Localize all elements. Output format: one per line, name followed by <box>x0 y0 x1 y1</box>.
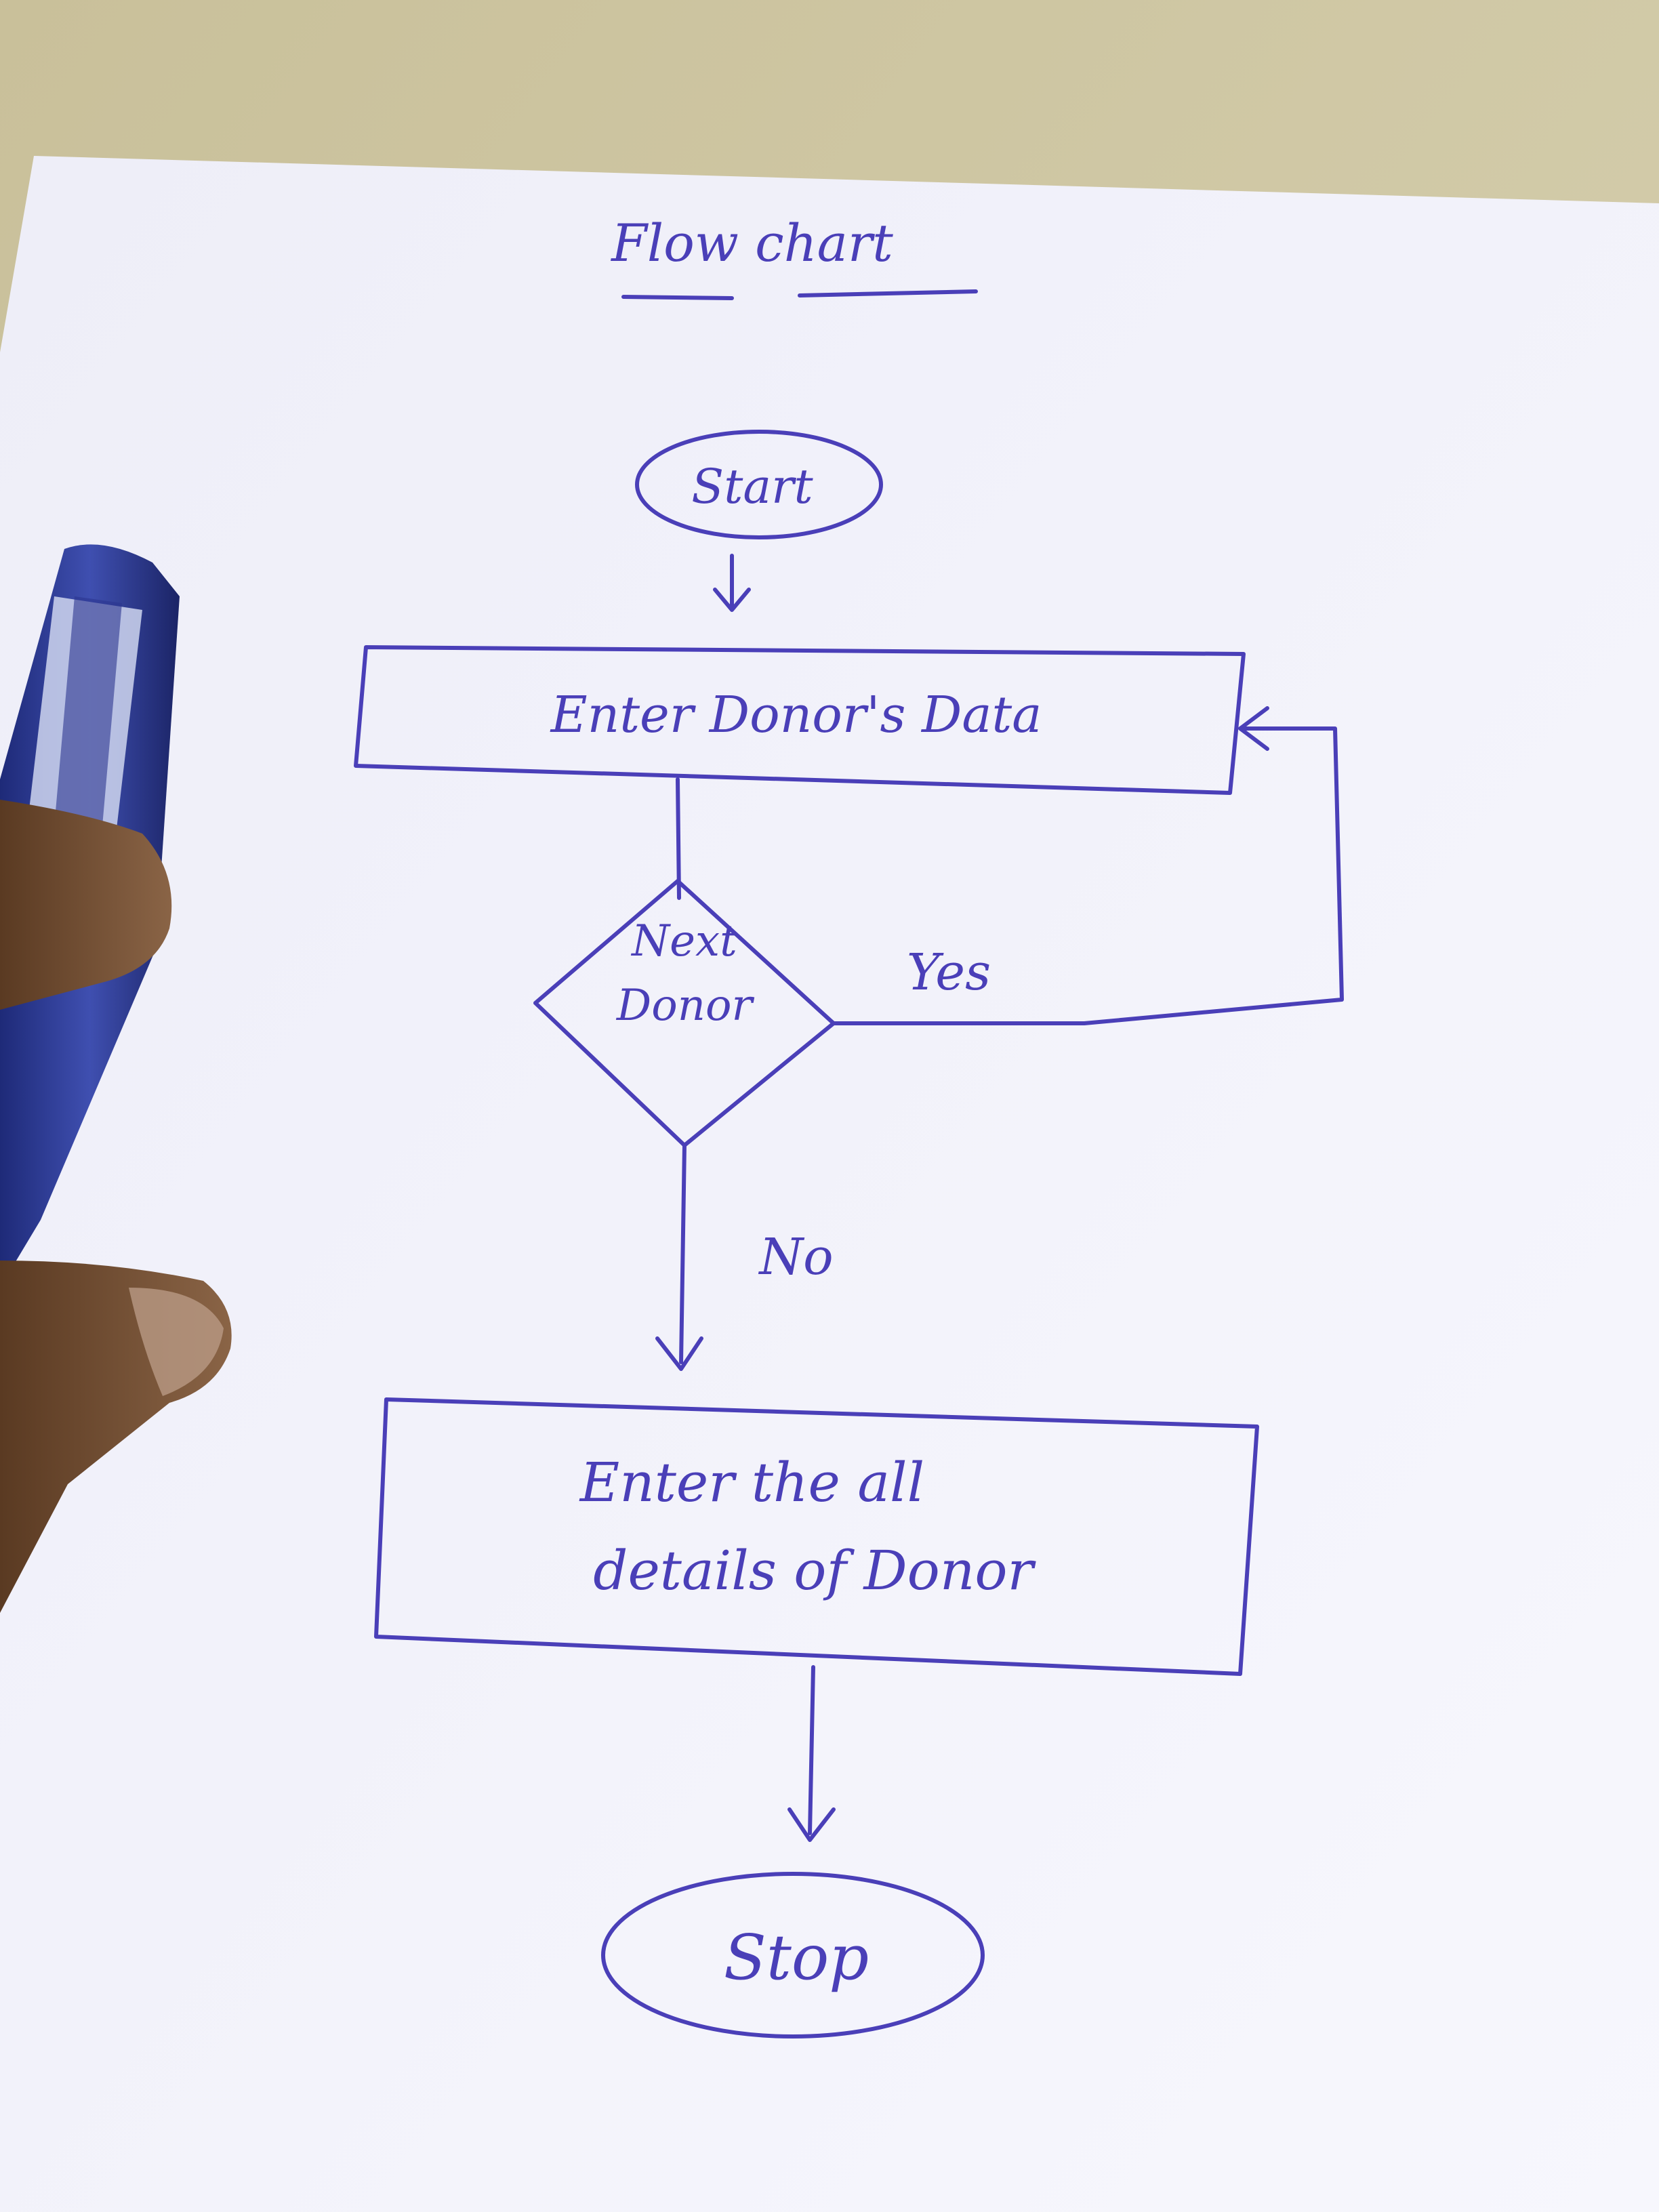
decision-line-2: Donor <box>616 981 755 1031</box>
enter-details-line-2: details of Donor <box>593 1539 1036 1602</box>
enter-details-box <box>374 1397 1259 1676</box>
no-label: No <box>758 1228 833 1286</box>
chart-title: Flow chart <box>610 213 893 273</box>
arrow-start-to-input <box>713 554 751 612</box>
enter-donor-data-label: Enter Donor's Data <box>550 686 1042 744</box>
paper-sheet <box>0 156 1659 2212</box>
enter-donor-data-box <box>354 645 1246 795</box>
decision-line-1: Next <box>630 916 737 966</box>
start-label: Start <box>691 459 813 514</box>
start-terminator <box>635 430 883 539</box>
yes-loop-line <box>832 706 1344 1025</box>
title-underline-1 <box>621 295 734 300</box>
arrow-details-to-stop <box>787 1665 836 1842</box>
enter-details-line-1: Enter the all <box>579 1451 924 1514</box>
line-input-to-decision <box>676 777 681 900</box>
stop-terminator <box>601 1872 985 2039</box>
no-arrow <box>655 1143 703 1371</box>
flowchart: Flow chart Start Enter Donor's Data Next… <box>354 213 1344 2039</box>
yes-label: Yes <box>907 943 991 1002</box>
stop-label: Stop <box>724 1921 869 1994</box>
title-underline-2 <box>798 289 978 298</box>
hand <box>0 800 232 1613</box>
